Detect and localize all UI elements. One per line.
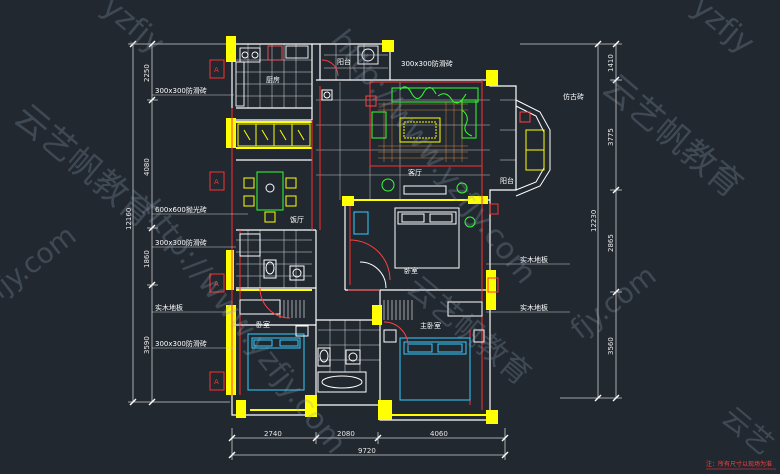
yellow-wall-segments: [236, 121, 486, 416]
dim-bottom-3: 4060: [430, 430, 448, 438]
dim-bottom-2: 2080: [337, 430, 355, 438]
watermark-fragment-a2: yzfjy: [685, 0, 761, 61]
watermark-fragment-b2: fjy.com: [564, 259, 662, 346]
material-label-tile-600: 600x600抛光砖: [155, 205, 207, 214]
material-label-antique-tile: 仿古砖: [563, 92, 584, 101]
drawing-note: 注：所有尺寸以现场为准: [706, 460, 772, 468]
watermark-brand-2: 云艺帆教育: [594, 66, 750, 206]
watermark-url-1: http://www.yzfjy.com: [134, 193, 354, 460]
living-furniture: [321, 86, 479, 195]
dining-table: [243, 171, 297, 223]
living-carpet: [378, 102, 468, 162]
balcony-fixtures: [321, 45, 379, 77]
dim-left-4: 3590: [143, 336, 151, 354]
dim-left-2: 4080: [143, 158, 151, 176]
room-label-balcony-side: 阳台: [500, 176, 514, 185]
room-label-bedroom-mid: 卧室: [404, 266, 418, 275]
section-marker-letters: A A A A: [214, 66, 219, 386]
bedroom-left-furniture: [239, 287, 309, 391]
room-label-living: 客厅: [408, 168, 422, 177]
material-label-wood-left: 实木地板: [155, 303, 183, 312]
room-label-master-bedroom: 主卧室: [420, 321, 441, 330]
dim-bottom-total: 9720: [358, 447, 376, 455]
kitchen-fixtures: [235, 45, 309, 107]
room-label-bedroom-left: 卧室: [256, 320, 270, 329]
svg-text:A: A: [214, 280, 219, 288]
room-label-balcony-service: 阳台: [337, 57, 351, 66]
material-label-tile-top: 300x300防滑砖: [401, 59, 453, 68]
material-label-wood-right2: 实木地板: [520, 303, 548, 312]
red-partition-lines: [231, 80, 483, 410]
room-label-kitchen: 厨房: [266, 75, 280, 84]
dim-right-4: 3560: [607, 337, 615, 355]
svg-text:A: A: [214, 66, 219, 74]
bay-window: [515, 99, 551, 197]
section-markers: [209, 59, 499, 391]
dim-right-total: 12230: [590, 210, 598, 232]
tile-grid-balcony: [324, 44, 516, 161]
cabinet-row: [237, 123, 311, 147]
wood-floor-hatch: [279, 300, 413, 320]
dim-right-3: 2865: [607, 234, 615, 252]
svg-text:A: A: [214, 378, 219, 386]
dim-left-3: 1860: [143, 250, 151, 268]
label-leaders: [152, 94, 570, 349]
svg-text:A: A: [214, 178, 219, 186]
dim-left-1: 2250: [143, 64, 151, 82]
watermark-brand-1: 云艺帆教育: [6, 96, 162, 236]
dim-left-total: 12160: [125, 208, 133, 230]
material-label-wood-right1: 实木地板: [520, 255, 548, 264]
material-label-tile-left2: 300x300防滑砖: [155, 238, 207, 247]
structural-columns: [226, 36, 498, 424]
material-label-tile-left3: 300x300防滑砖: [155, 339, 207, 348]
dim-right-1: 1410: [607, 54, 615, 72]
master-bedroom-furniture: [383, 301, 485, 401]
bathroom-fixtures: [239, 233, 367, 393]
watermark-fragment-b: fjy.com: [0, 219, 82, 306]
room-label-dining: 饭厅: [290, 215, 304, 224]
dim-right-2: 3775: [607, 128, 615, 146]
bedroom-mid-furniture: [348, 207, 476, 291]
dimension-ticks: [129, 40, 620, 459]
dim-bottom-1: 2740: [264, 430, 282, 438]
material-label-tile-left1: 300x300防滑砖: [155, 86, 207, 95]
watermark-fragment-c: 云艺: [716, 400, 780, 461]
